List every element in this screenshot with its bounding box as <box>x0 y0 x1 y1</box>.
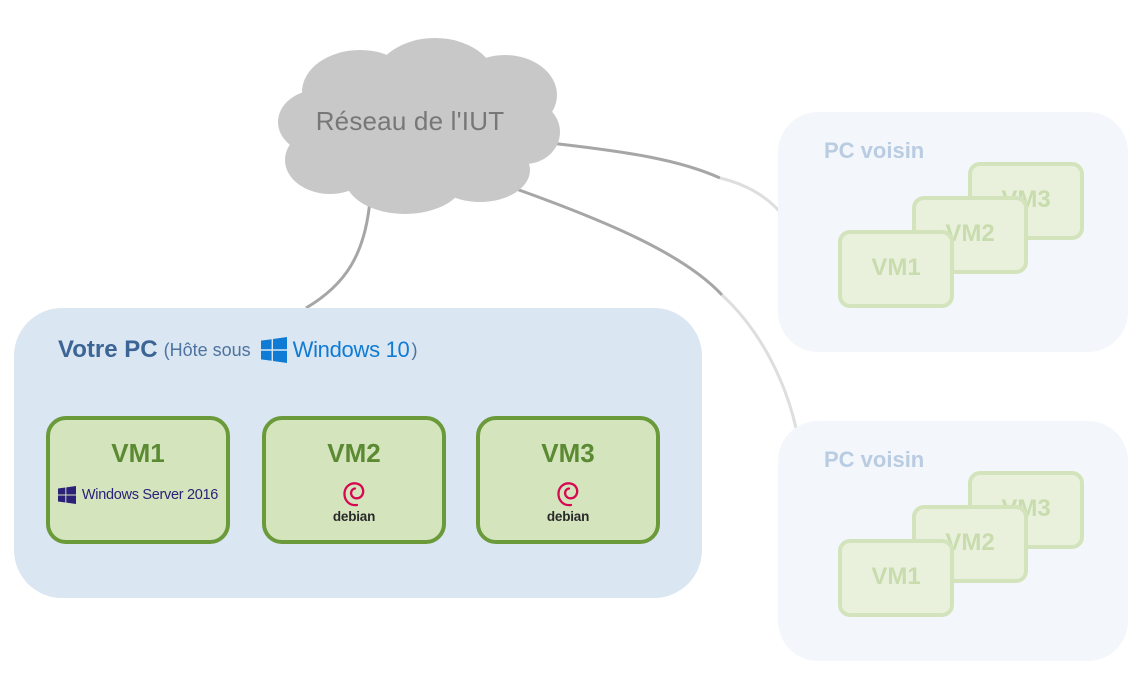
connector-cloud-to-neighbor-1-fade <box>719 176 782 213</box>
windows-logo-icon <box>260 337 287 363</box>
os-name: debian <box>546 509 590 524</box>
vm-label: VM1 <box>111 438 165 468</box>
vm-label: VM3 <box>541 438 595 468</box>
neighbor-pc-1: PC voisin VM3 VM2 VM1 <box>778 112 1128 352</box>
os-logo-windows-server: Windows Server 2016 <box>50 486 226 504</box>
network-label: Réseau de l'IUT <box>315 106 505 136</box>
neighbor-vm-1: VM1 <box>838 539 954 617</box>
os-name: debian <box>332 509 376 524</box>
debian-swirl-icon <box>557 482 579 507</box>
host-title: Votre PC (Hôte sous Windows 10 ) <box>58 336 417 364</box>
os-logo-debian: debian <box>480 480 656 524</box>
neighbor-vm-1: VM1 <box>838 230 954 308</box>
host-pc-container: Votre PC (Hôte sous Windows 10 ) VM1 Win… <box>14 308 702 598</box>
windows-10-logo: Windows 10 <box>260 337 410 363</box>
debian-swirl-icon <box>343 482 365 507</box>
host-vm-2: VM2 debian <box>262 416 446 544</box>
os-logo-debian: debian <box>266 480 442 524</box>
host-name: Votre PC <box>58 336 158 363</box>
vm-label: VM1 <box>871 254 921 281</box>
connector-cloud-to-neighbor-2 <box>504 183 724 297</box>
neighbor-title: PC voisin <box>824 447 925 472</box>
host-vm-3: VM3 debian <box>476 416 660 544</box>
neighbor-title: PC voisin <box>824 138 925 163</box>
vm-label: VM1 <box>871 563 921 590</box>
neighbor-pc-2: PC voisin VM3 VM2 VM1 <box>778 421 1128 661</box>
windows-logo-icon <box>57 486 76 504</box>
os-name: Windows Server 2016 <box>81 487 219 503</box>
vm-label: VM2 <box>327 438 381 468</box>
host-os-suffix: ) <box>411 339 418 360</box>
connector-cloud-to-neighbor-1 <box>549 141 721 180</box>
host-os-prefix: (Hôte sous <box>163 339 251 360</box>
windows-10-text: Windows 10 <box>292 337 410 362</box>
connector-cloud-to-host <box>305 199 372 310</box>
host-vm-1: VM1 Windows Server 2016 <box>46 416 230 544</box>
